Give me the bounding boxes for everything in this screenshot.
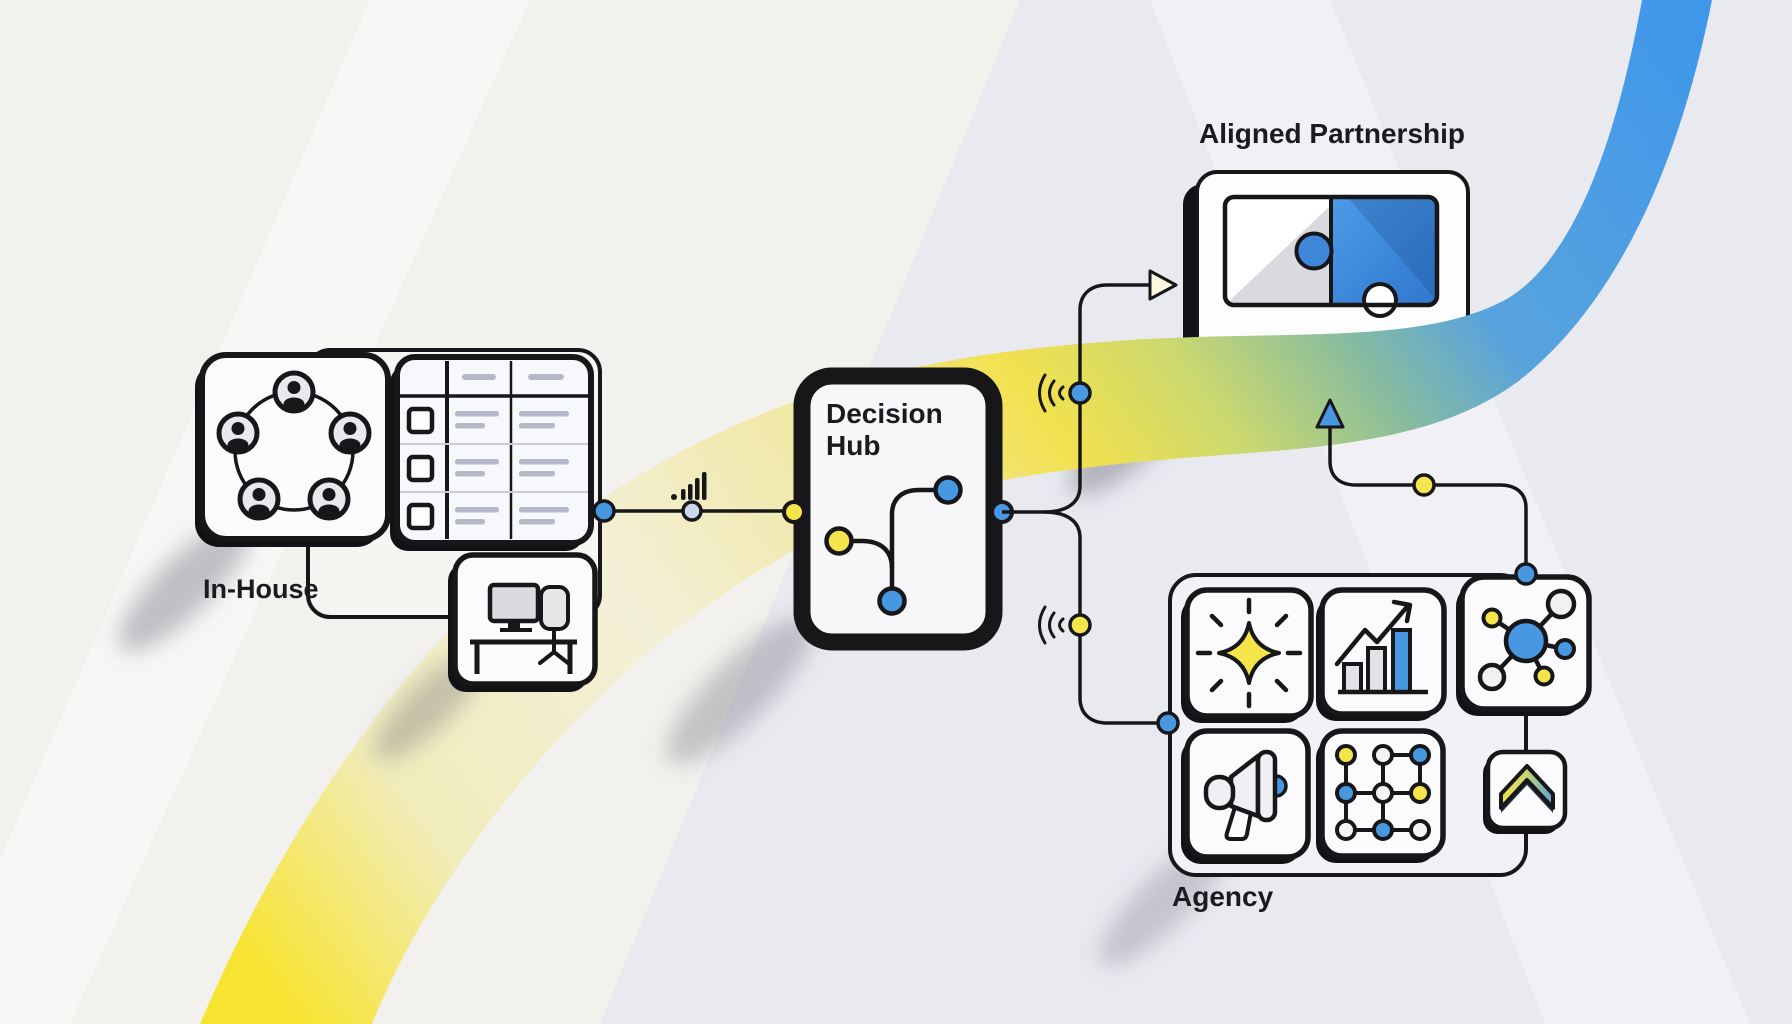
in-house-group: [118, 348, 814, 764]
checklist-card: [390, 354, 594, 551]
growth-chart-tile: [1316, 587, 1447, 721]
node-grid-tile: [1316, 728, 1446, 863]
branch-nodes-icon: [824, 475, 963, 616]
decision-hub-label: Decision Hub: [826, 398, 943, 462]
node-dot-yellow: [1068, 613, 1092, 637]
connector-decorations: [1038, 269, 1538, 735]
agency-group: [1098, 573, 1592, 967]
in-house-label: In-House: [203, 574, 319, 604]
arrow-up-icon: [1315, 398, 1345, 429]
chevron-tile: [1483, 749, 1568, 834]
sparkle-tile: [1181, 587, 1314, 723]
puzzle-knob: [1294, 231, 1334, 271]
wifi-signal-icon: [1038, 373, 1065, 413]
node-dot-yellow: [1412, 473, 1436, 497]
checklist-table-icon: [400, 361, 588, 539]
signal-bars-icon: [671, 472, 707, 500]
node-dot-blue: [1156, 711, 1180, 735]
node-dot-blue: [1068, 381, 1092, 405]
gradient-ribbon: [200, 0, 1712, 1024]
wifi-signal-icon: [1038, 605, 1065, 645]
aligned-partnership-label: Aligned Partnership: [1198, 118, 1466, 149]
agency-label: Agency: [1172, 881, 1274, 912]
node-dot-blue: [592, 499, 616, 523]
puzzle-notch: [1362, 282, 1398, 318]
megaphone-icon: [1203, 749, 1288, 841]
decision-hub-panel: [782, 367, 1014, 651]
node-dot-blue: [1514, 562, 1538, 586]
molecule-network-icon: [1477, 588, 1577, 692]
workstation-card: [448, 552, 598, 692]
node-grid-icon: [1335, 744, 1431, 841]
sparkle-icon: [1195, 597, 1303, 709]
workstation-desk-icon: [470, 582, 577, 674]
puzzle-pieces-icon: [1222, 194, 1440, 318]
puzzle-left-shading: [1227, 205, 1331, 303]
chevron-up-icon: [1499, 764, 1555, 813]
growth-chart-icon: [1334, 599, 1428, 695]
node-dot-light: [681, 500, 703, 522]
megaphone-tile: [1181, 728, 1311, 864]
arrow-right-icon: [1148, 269, 1178, 301]
connector-hub-to-agency: [1043, 510, 1158, 725]
molecule-tile: [1456, 574, 1592, 716]
people-network-icon: [216, 370, 372, 521]
hub-input-port: [782, 500, 806, 524]
connector-inhouse-to-hub: [592, 472, 794, 523]
people-card: [195, 352, 391, 547]
